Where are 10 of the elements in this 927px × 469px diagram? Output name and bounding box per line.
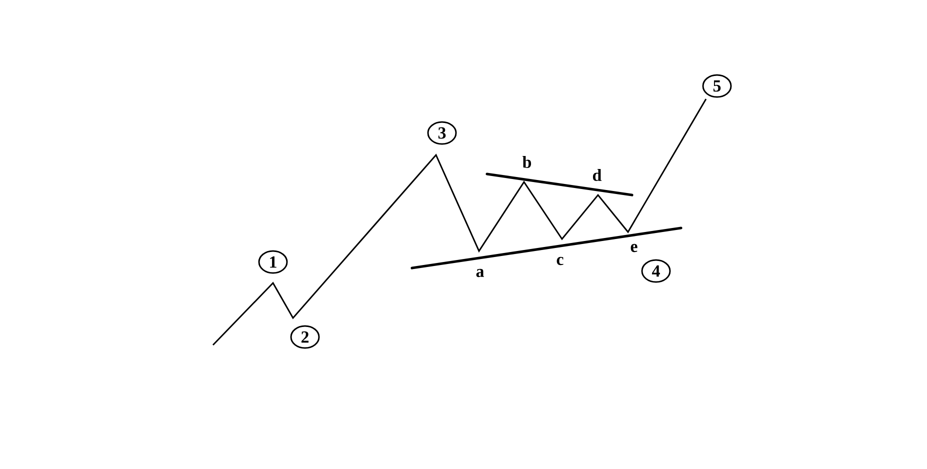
circled-number: 1 [258, 250, 288, 274]
circled-number: 3 [427, 121, 457, 145]
point-label: c [556, 256, 564, 266]
point-label: b [522, 156, 532, 168]
circled-number: 4 [641, 259, 671, 283]
circled-number: 5 [702, 74, 732, 98]
point-label: e [630, 244, 638, 252]
point-label: a [476, 268, 484, 278]
point-label: d [592, 169, 602, 181]
circled-number: 2 [290, 325, 320, 349]
